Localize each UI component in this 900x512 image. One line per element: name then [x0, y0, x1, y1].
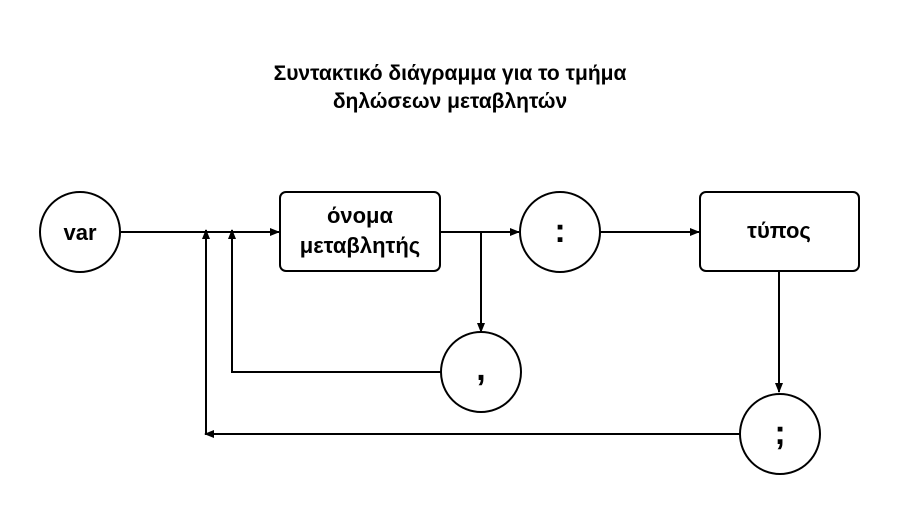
variable-name-rect — [279, 191, 441, 272]
semicolon-label: ; — [774, 414, 785, 452]
diagram-title-line2: δηλώσεων μεταβλητών — [333, 90, 567, 113]
variable-name-box: όνομα μεταβλητής — [279, 191, 441, 272]
semicolon-circle — [739, 393, 821, 475]
colon-terminal: : — [519, 191, 601, 273]
type-label: τύπος — [747, 218, 811, 243]
var-circle — [39, 191, 121, 273]
semicolon-terminal: ; — [739, 393, 821, 475]
variable-name-label-line2: μεταβλητής — [300, 233, 420, 258]
comma-terminal: , — [440, 331, 522, 413]
comma-label: , — [476, 350, 485, 388]
variable-name-label-line1: όνομα — [327, 203, 394, 228]
diagram-title-line1: Συντακτικό διάγραμμα για το τμήμα — [274, 62, 627, 85]
comma-circle — [440, 331, 522, 413]
var-label: var — [63, 220, 96, 245]
var-terminal: var — [39, 191, 121, 273]
colon-label: : — [554, 212, 565, 250]
colon-circle — [519, 191, 601, 273]
connectors — [121, 228, 783, 438]
type-rect — [699, 191, 860, 272]
arrow-comma-loop-back — [228, 229, 441, 373]
type-box: τύπος — [699, 191, 860, 272]
